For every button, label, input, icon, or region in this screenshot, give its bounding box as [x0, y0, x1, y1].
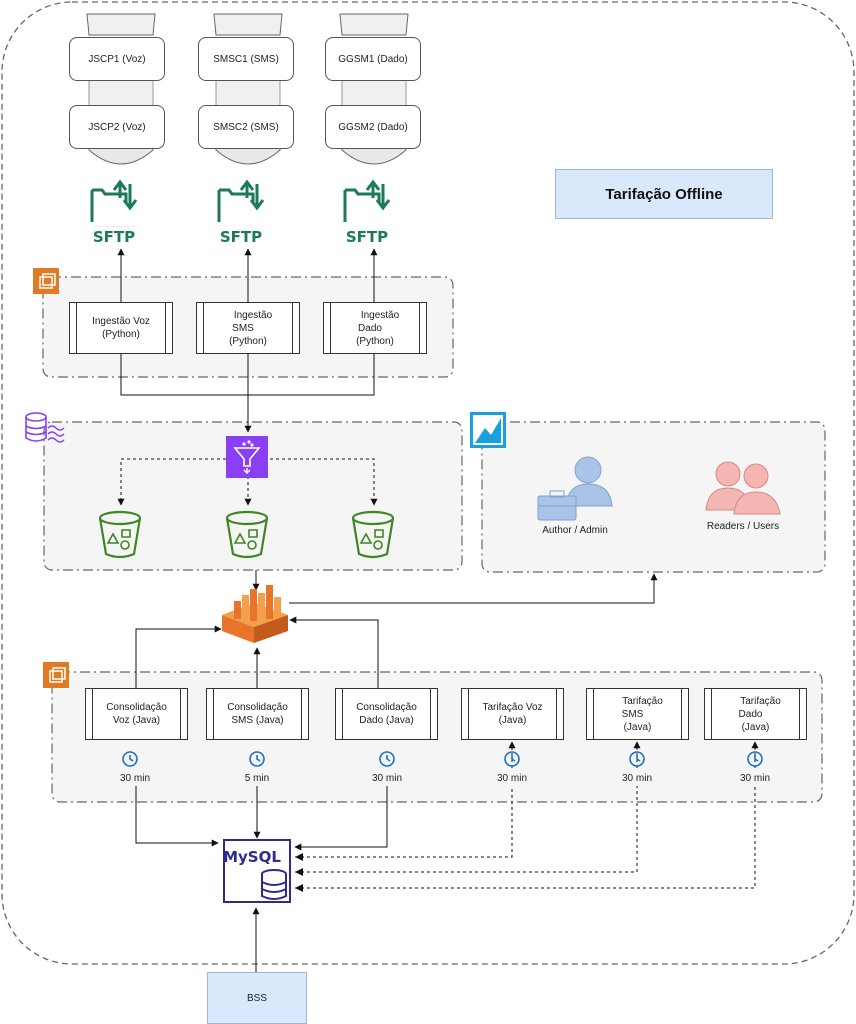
bucket-icon: [351, 510, 395, 559]
server-label: SMSC2 (SMS): [213, 121, 279, 133]
mysql-label: MySQL: [223, 848, 281, 866]
svg-text:SFTP: SFTP: [346, 228, 388, 246]
server-label: GGSM2 (Dado): [338, 121, 408, 133]
process-line1: Ingestão Dado: [358, 309, 400, 334]
process-line2: (Python): [102, 329, 140, 340]
process-ingestao-voz: Ingestão Voz (Python): [69, 302, 173, 354]
sftp-icon-voz: SFTP: [90, 179, 138, 246]
server-ggsm2: GGSM2 (Dado): [325, 105, 421, 149]
svg-text:SFTP: SFTP: [220, 228, 262, 246]
redshift-icon: [222, 585, 288, 643]
process-line2: (Python): [229, 335, 267, 347]
timer-label: 5 min: [244, 773, 270, 784]
process-line2: (Java): [498, 715, 527, 726]
storage-group: [43, 421, 463, 571]
timer-label: 30 min: [371, 773, 402, 784]
page-title: Tarifação Offline: [555, 169, 773, 219]
process-line2: SMS (Java): [231, 715, 284, 726]
process-line1: Tarifação Dado: [738, 695, 781, 720]
outer-frame: [1, 1, 855, 965]
server-jscp2: JSCP2 (Voz): [69, 105, 165, 149]
quicksight-icon: [470, 412, 506, 448]
data-lake-icon: [25, 412, 65, 443]
arrowhead: [295, 884, 303, 892]
process-line2: (Java): [623, 721, 652, 733]
bucket-icon: [98, 510, 142, 559]
process-line1: Consolidação: [356, 702, 417, 713]
process-tarifacao-voz: Tarifação Voz (Java): [461, 688, 564, 740]
process-ingestao-sms: Ingestão SMS(Python): [196, 302, 300, 354]
dashboard-group: [481, 421, 826, 573]
sftp-icon-dado: SFTP: [343, 179, 391, 246]
timer-label: 30 min: [739, 773, 770, 784]
readers-users-icon: [705, 461, 781, 515]
server-ggsm1: GGSM1 (Dado): [325, 37, 421, 81]
server-smsc1: SMSC1 (SMS): [198, 37, 294, 81]
process-line2: Voz (Java): [112, 715, 161, 726]
process-line2: (Python): [356, 335, 394, 347]
server-label: GGSM1 (Dado): [338, 53, 408, 65]
server-label: SMSC1 (SMS): [213, 53, 279, 65]
server-label: JSCP2 (Voz): [88, 121, 146, 133]
timer-label: 30 min: [621, 773, 652, 784]
process-tarifacao-sms: Tarifação SMS(Java): [586, 688, 689, 740]
bucket-icon: [225, 510, 269, 559]
server-jscp1: JSCP1 (Voz): [69, 37, 165, 81]
process-tarifacao-dado: Tarifação Dado(Java): [704, 688, 807, 740]
arrowhead: [295, 868, 303, 876]
svg-text:SFTP: SFTP: [93, 228, 135, 246]
connectors: [117, 248, 759, 972]
process-line1: Ingestão SMS: [232, 309, 273, 334]
filter-icon: [226, 436, 268, 478]
timer-icon: [122, 751, 763, 767]
process-line1: Tarifação Voz: [482, 702, 543, 713]
process-line2: Dado (Java): [359, 715, 414, 726]
author-admin-label: Author / Admin: [542, 524, 608, 536]
server-label: JSCP1 (Voz): [88, 53, 146, 65]
timer-label: 30 min: [119, 773, 150, 784]
process-line1: Tarifação SMS: [621, 695, 663, 720]
readers-users-label: Readers / Users: [706, 520, 780, 532]
ec2-icon: [33, 268, 59, 294]
process-line1: Consolidação: [106, 702, 167, 713]
bss-box: BSS: [207, 972, 307, 1024]
author-admin-icon: [537, 456, 613, 521]
process-line1: Consolidação: [227, 702, 288, 713]
arrowhead: [295, 853, 303, 861]
timer-label: 30 min: [496, 773, 527, 784]
process-ingestao-dado: Ingestão Dado(Python): [323, 302, 427, 354]
ec2-icon: [43, 662, 69, 688]
server-smsc2: SMSC2 (SMS): [198, 105, 294, 149]
process-line2: (Java): [741, 721, 770, 733]
process-line1: Ingestão Voz: [92, 316, 150, 327]
mysql-icon: MySQL: [223, 839, 291, 903]
sftp-icon-sms: SFTP: [217, 179, 265, 246]
